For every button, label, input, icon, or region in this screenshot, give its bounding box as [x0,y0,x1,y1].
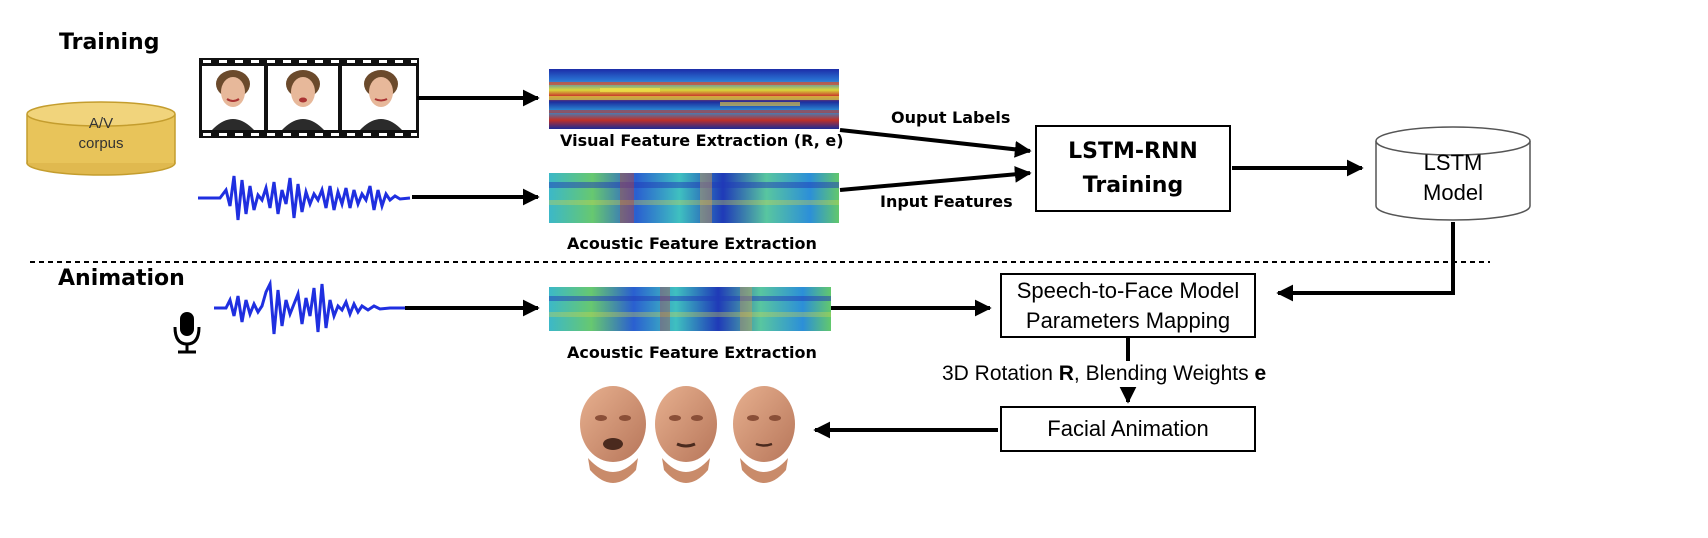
mapping-line1: Speech-to-Face Model [1016,277,1240,303]
waveform-icon [198,175,411,221]
corpus-label-line1: A/V [88,115,114,132]
params-prefix: 3D Rotation [942,362,1059,385]
visual-feature-caption: Visual Feature Extraction (R, e) [560,131,844,150]
lstm-model-line1: LSTM [1423,150,1483,175]
visual-feature-heatmap [549,69,839,129]
microphone-icon [173,312,201,354]
training-acoustic-heatmap [549,173,839,223]
mapping-line2: Parameters Mapping [1025,307,1231,333]
facial-animation-box: Facial Animation [1000,406,1256,452]
corpus-label-line2: corpus [78,135,124,152]
training-section-label: Training [59,30,160,55]
face-frame-icon [282,70,324,130]
params-r: R [1058,362,1074,385]
lstm-training-line1: LSTM-RNN [1068,138,1198,164]
lstm-model-database-icon [1375,126,1531,221]
3d-face-icon [733,386,795,483]
input-features-label: Input Features [880,192,1013,211]
animation-acoustic-caption: Acoustic Feature Extraction [567,343,817,362]
params-e: e [1254,362,1267,385]
av-corpus-database-icon [26,101,176,176]
face-frame-icon [360,70,402,130]
lstm-model-line2: Model [1423,180,1483,205]
output-labels-label: Ouput Labels [891,108,1011,127]
face-frames-film-strip [199,58,419,138]
facial-animation-label: Facial Animation [1047,416,1209,441]
waveform-icon [214,278,405,335]
lstm-model-label: LSTM Model [1376,148,1530,208]
3d-face-icon [580,386,646,483]
face-frame-icon [212,70,254,130]
lstm-training-line2: Training [1082,172,1184,198]
params-mid: , Blending Weights [1073,362,1255,385]
corpus-label: A/V corpus [27,114,175,154]
speech-to-face-mapping-box: Speech-to-Face Model Parameters Mapping [1000,273,1256,338]
mapping-output-parameters: 3D Rotation R, Blending Weights e [942,362,1266,386]
lstm-rnn-training-box: LSTM-RNN Training [1035,125,1231,212]
training-acoustic-caption: Acoustic Feature Extraction [567,234,817,253]
3d-face-icon [655,386,717,483]
animation-acoustic-heatmap [549,287,831,331]
animation-section-label: Animation [58,266,185,291]
